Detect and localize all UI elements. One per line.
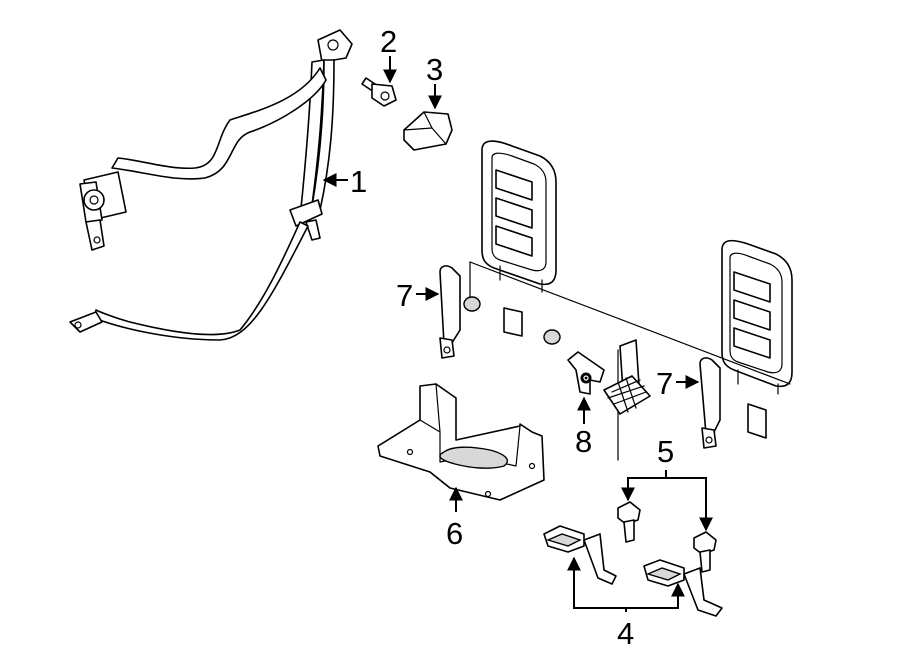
callout-8: 8: [575, 424, 592, 459]
headrest-frame-right: [721, 239, 793, 395]
headrest-frame-left: [481, 140, 557, 293]
rear-seat-back-panel: [463, 140, 793, 461]
callout-4: 4: [617, 616, 634, 651]
callout-6: 6: [446, 516, 463, 551]
strap-7-left: [439, 265, 461, 359]
callout-1: 1: [350, 164, 367, 199]
seat-frame-tray-6: [377, 383, 545, 501]
bracket-8: [567, 351, 605, 395]
bracket-4-left: [543, 525, 617, 585]
bolt-5-right: [693, 531, 717, 573]
retractor: [79, 171, 127, 251]
bracket-4-right: [643, 559, 723, 617]
callout-2: 2: [380, 24, 397, 59]
callout-7-left: 7: [396, 278, 413, 313]
callout-3: 3: [426, 52, 443, 87]
cover-3: [403, 111, 453, 151]
seat-belt-assembly: [69, 29, 353, 341]
bolt-2: [361, 77, 397, 107]
callout-5: 5: [657, 434, 674, 469]
strap-7-right: [699, 357, 721, 449]
bolt-5-left: [617, 501, 641, 543]
callout-leaders: [322, 56, 713, 612]
callout-7-right: 7: [656, 366, 673, 401]
